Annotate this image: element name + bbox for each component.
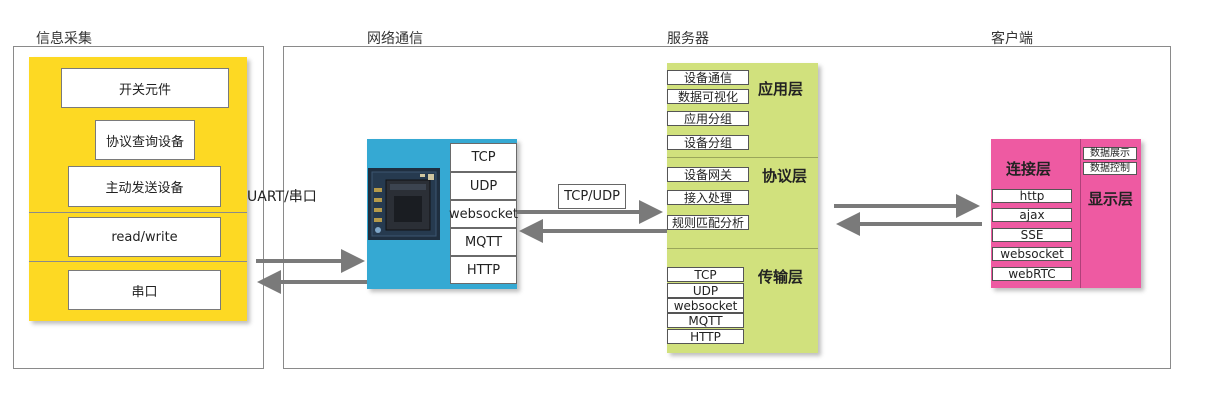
section-title-collect: 信息采集 [36, 31, 92, 47]
wifi-module-image [368, 168, 440, 240]
section-title-server: 服务器 [667, 31, 709, 47]
display-item-show: 数据展示 [1083, 147, 1137, 160]
conn-item-ajax: ajax [992, 208, 1072, 222]
collect-frame [13, 46, 264, 369]
app-item-device-comm: 设备通信 [667, 70, 749, 85]
display-item-control: 数据控制 [1083, 162, 1137, 175]
protocol-item-access: 接入处理 [667, 190, 749, 205]
app-item-app-group: 应用分组 [667, 111, 749, 126]
conn-item-http: http [992, 189, 1072, 203]
protocol-item-rules: 规则匹配分析 [667, 215, 749, 230]
conn-item-sse: SSE [992, 228, 1072, 242]
app-item-data-viz: 数据可视化 [667, 89, 749, 104]
serial-box: 串口 [68, 270, 221, 310]
device-protocol-websocket: websocket [449, 200, 518, 228]
client-divider [1080, 139, 1081, 288]
switch-element-box: 开关元件 [61, 68, 229, 108]
query-device-box: 协议查询设备 [95, 120, 195, 160]
app-layer-title: 应用层 [758, 80, 804, 98]
device-protocol-udp: UDP [450, 172, 517, 200]
protocol-layer-title: 协议层 [762, 167, 808, 185]
connection-layer-title: 连接层 [1006, 160, 1052, 178]
protocol-item-gateway: 设备网关 [667, 167, 749, 182]
active-device-box: 主动发送设备 [68, 166, 221, 207]
transport-item-http: HTTP [667, 329, 744, 344]
transport-item-tcp: TCP [667, 267, 744, 282]
conn-item-websocket: websocket [992, 247, 1072, 261]
uart-label: UART/串口 [247, 189, 317, 205]
transport-item-mqtt: MQTT [667, 313, 744, 328]
readwrite-box: read/write [68, 217, 221, 257]
device-protocol-tcp: TCP [450, 143, 517, 172]
conn-item-webrtc: webRTC [992, 267, 1072, 281]
section-title-network: 网络通信 [367, 31, 423, 47]
device-protocol-http: HTTP [450, 256, 517, 284]
collect-divider-2 [29, 261, 247, 262]
server-divider-2 [667, 248, 818, 249]
server-divider-1 [667, 157, 818, 158]
app-item-device-group: 设备分组 [667, 135, 749, 150]
transport-item-udp: UDP [667, 283, 744, 298]
transport-layer-title: 传输层 [758, 268, 804, 286]
device-protocol-mqtt: MQTT [450, 228, 517, 256]
collect-divider-1 [29, 212, 247, 213]
transport-item-websocket: websocket [667, 298, 744, 313]
display-layer-title: 显示层 [1088, 190, 1134, 208]
system-frame [283, 46, 1171, 369]
tcpudp-label: TCP/UDP [558, 184, 626, 209]
section-title-client: 客户端 [991, 31, 1033, 47]
